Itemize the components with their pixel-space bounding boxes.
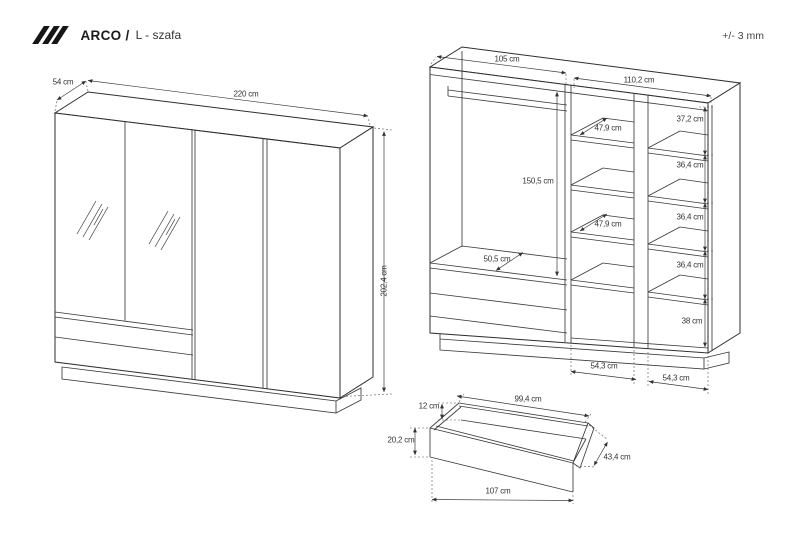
dim-label-shelf-depth-2: 47,9 cm xyxy=(594,219,622,229)
dim-label-drawer-length: 107 cm xyxy=(485,486,511,496)
wardrobe-front-view xyxy=(53,79,393,414)
title-block: ARCO / L - szafa xyxy=(32,26,182,44)
drawer-detail-view xyxy=(410,393,609,504)
dim-label-bay-left: 54,3 cm xyxy=(590,361,618,371)
dim-label-front-width: 220 cm xyxy=(233,89,259,99)
dim-label-compartment-2: 36,4 cm xyxy=(676,160,704,170)
dim-label-drawer-back-height: 12 cm xyxy=(418,401,440,411)
product-title: ARCO / xyxy=(80,27,130,43)
wardrobe-interior-view xyxy=(428,46,742,394)
dim-label-compartment-4: 36,4 cm xyxy=(676,260,704,270)
dim-label-left-section-width: 105 cm xyxy=(494,54,520,64)
dim-label-hanging-height: 150,5 cm xyxy=(522,176,554,186)
dim-label-bay-right: 54,3 cm xyxy=(662,373,690,383)
dim-label-compartment-1: 37,2 cm xyxy=(676,114,704,124)
dim-label-front-height: 202,4 cm xyxy=(379,265,389,297)
product-variant: L - szafa xyxy=(135,28,182,42)
mirror-hatch-left xyxy=(76,200,109,241)
dim-label-drawer-inner-length: 99,4 cm xyxy=(514,394,542,404)
tolerance-note: +/- 3 mm xyxy=(722,30,764,42)
dim-label-bottom-shelf-depth: 50,5 cm xyxy=(483,254,511,264)
dim-label-drawer-front-height: 20,2 cm xyxy=(387,435,415,445)
dim-label-drawer-depth: 43,4 cm xyxy=(603,452,631,462)
dim-label-front-depth: 54 cm xyxy=(52,77,74,87)
dim-label-compartment-5: 38 cm xyxy=(681,316,703,326)
dim-label-compartment-3: 36,4 cm xyxy=(676,212,704,222)
dim-label-right-section-width: 110,2 cm xyxy=(623,75,655,85)
dim-label-shelf-depth-1: 47,9 cm xyxy=(594,123,622,133)
right-shelves xyxy=(647,130,709,306)
hanging-rail xyxy=(447,86,568,112)
mirror-hatch-right xyxy=(148,210,181,251)
